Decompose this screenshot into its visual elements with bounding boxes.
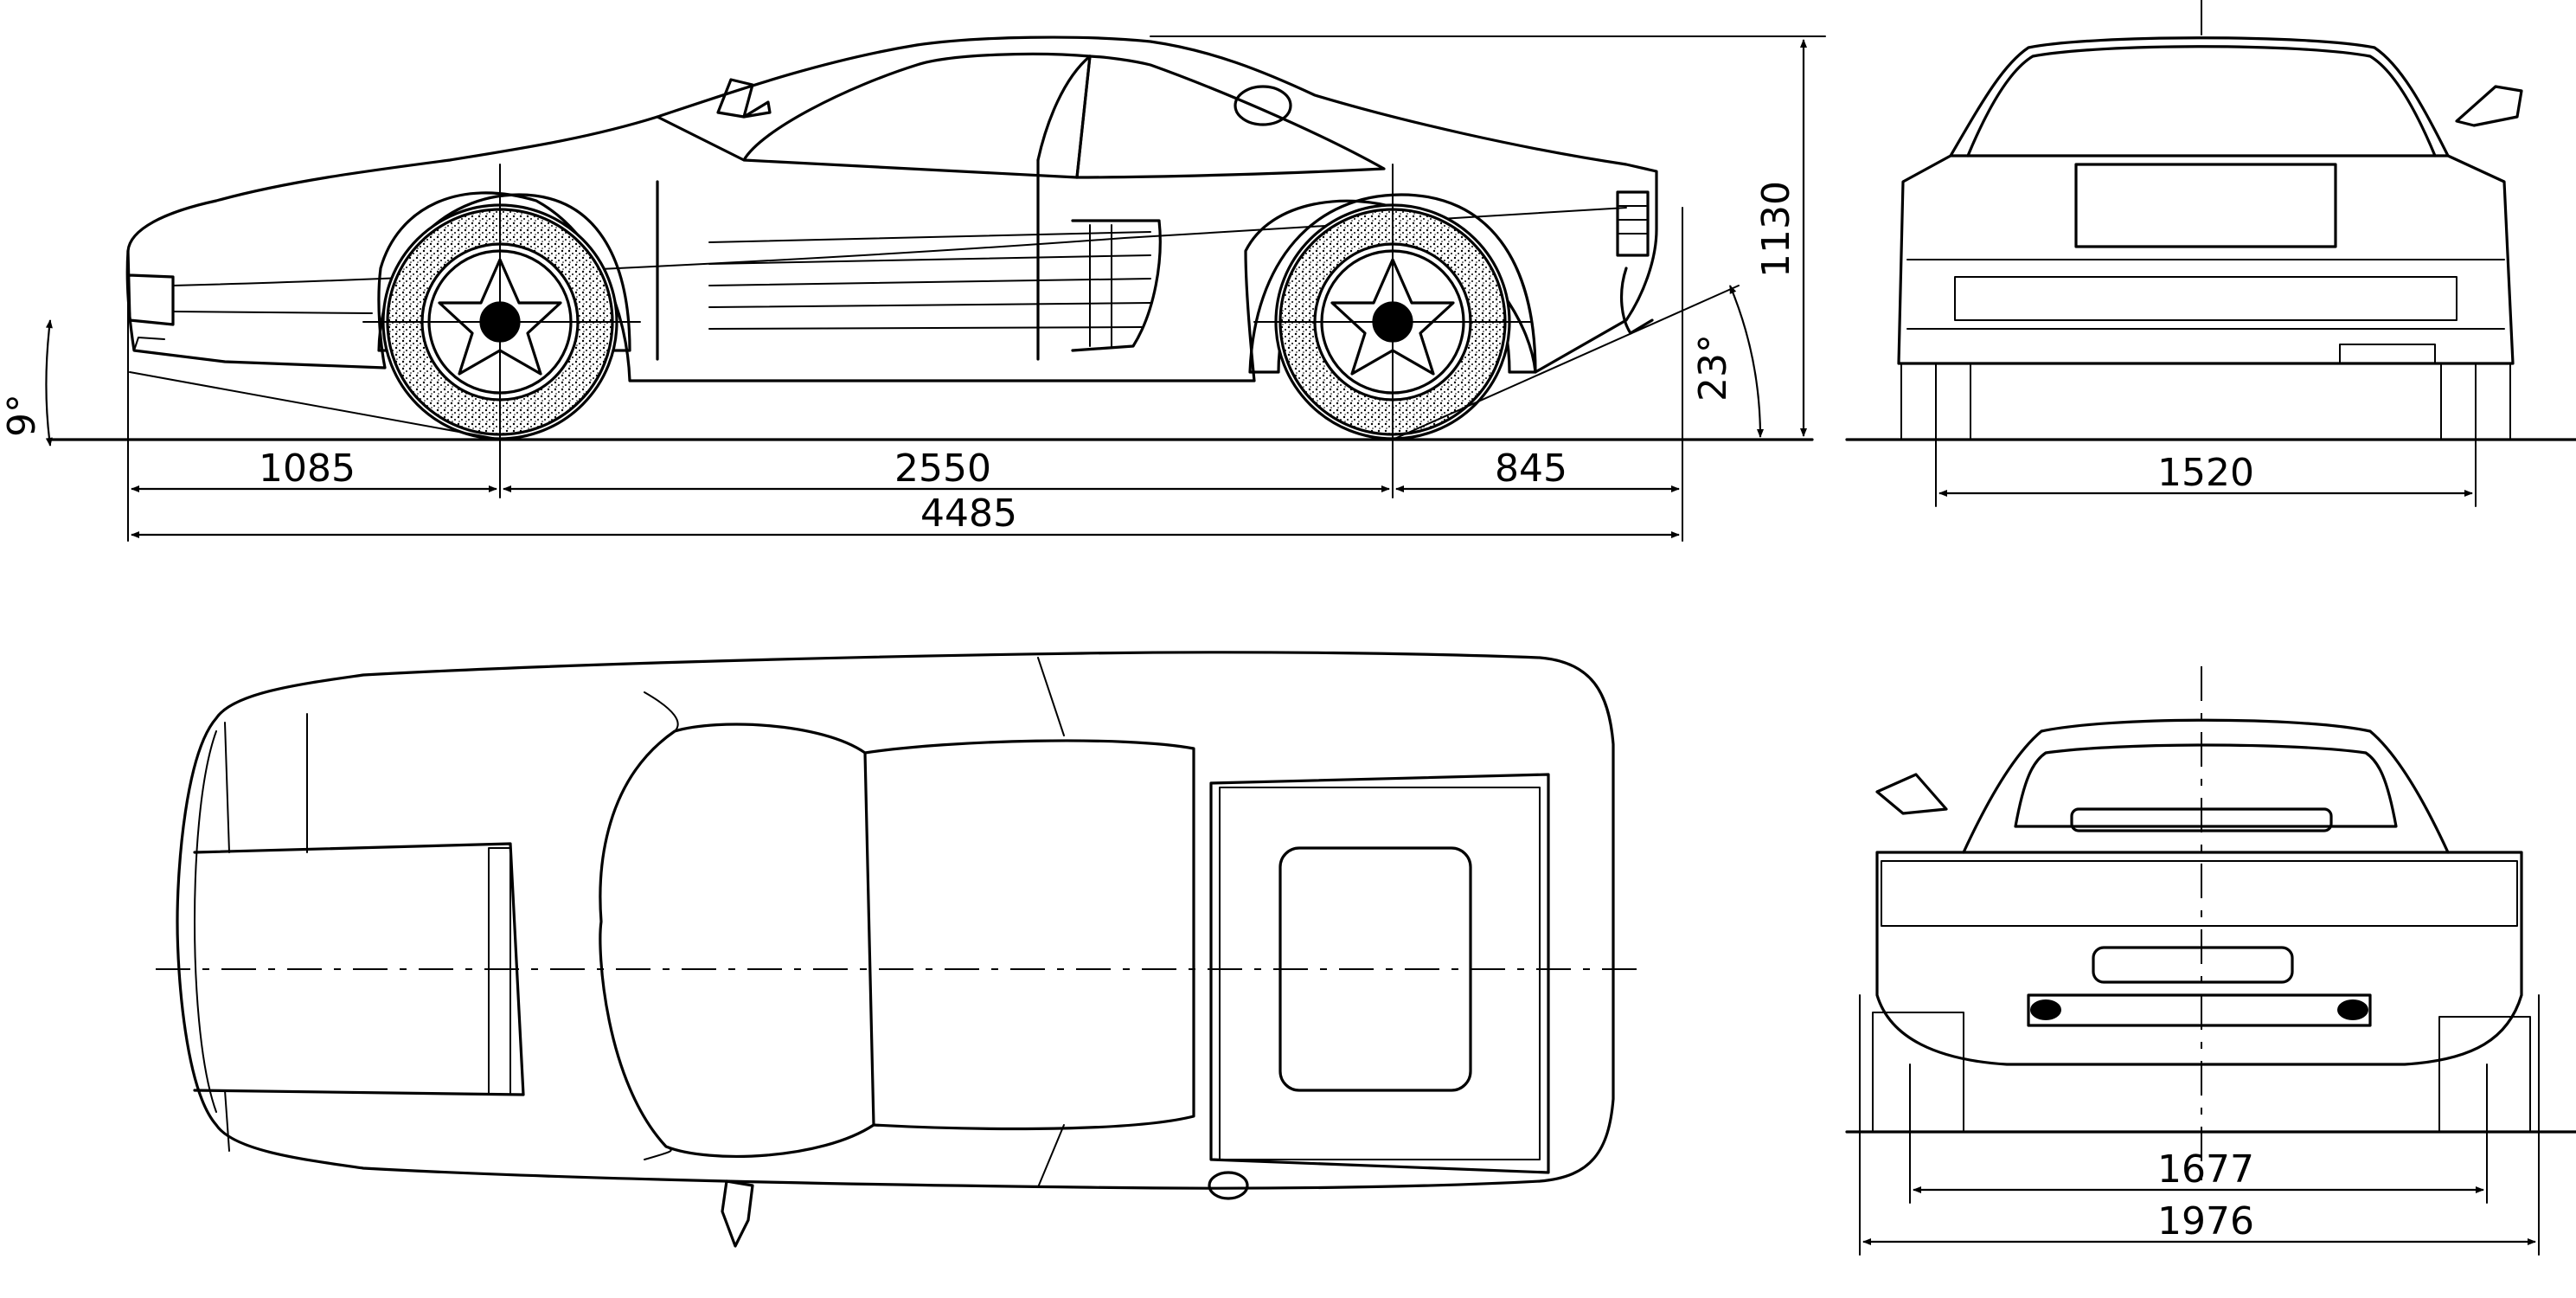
rear-track-label: 1677 [2157, 1147, 2254, 1192]
rear-diffuser [2027, 993, 2372, 1027]
rear-exhaust-left [2030, 999, 2061, 1020]
overall-width-label: 1976 [2157, 1199, 2254, 1243]
top-door-seam-left [1037, 657, 1065, 736]
side-front-lamp [126, 249, 175, 326]
rear-body [1875, 851, 2523, 1066]
side-mirror-stem [742, 100, 772, 119]
rear-overhang-label: 845 [1495, 447, 1567, 491]
approach-angle-line [129, 371, 503, 440]
front-plate-area [2074, 163, 2337, 248]
front-roof [1949, 36, 2450, 157]
side-body-outline [125, 35, 1658, 382]
top-roof [863, 739, 1195, 1131]
side-strakes [708, 219, 1162, 352]
approach-angle-label: 9° [0, 394, 44, 437]
top-body-outline [176, 651, 1615, 1190]
front-overhang-label: 1085 [259, 447, 356, 491]
side-mirror [716, 78, 754, 119]
side-door-window-front [1036, 55, 1092, 162]
rear-window [2014, 743, 2398, 828]
rear-left-tyre [1872, 1012, 1964, 1133]
side-windshield [656, 52, 1092, 179]
front-grille [1954, 276, 2457, 321]
rear-view: 1677 1976 [1845, 666, 2576, 1256]
top-engine-cover [1209, 773, 1550, 1174]
side-view: 9° 23° 1130 1085 2550 845 4485 [0, 35, 1826, 542]
top-windshield [599, 723, 875, 1158]
rear-exhaust-right [2337, 999, 2368, 1020]
top-engine-grille [1219, 787, 1541, 1160]
rear-roof [1962, 718, 2450, 854]
fuel-cap [1234, 85, 1292, 126]
top-front-lid-right [224, 1089, 230, 1152]
side-a-pillar [1075, 55, 1092, 179]
front-view: 1520 [1845, 0, 2576, 507]
front-track-label: 1520 [2157, 451, 2254, 495]
side-front-spoiler [133, 337, 165, 351]
front-mirror [2455, 85, 2523, 127]
top-a-pillar-right [644, 1146, 672, 1160]
top-hood-vent [488, 847, 511, 1096]
departure-angle-arc [1728, 285, 1764, 438]
top-fuel-cap [1208, 1171, 1249, 1200]
wheelbase-label: 2550 [894, 447, 991, 491]
front-spoiler-vent [2339, 344, 2436, 364]
rear-grille [1881, 860, 2518, 927]
front-wheel [377, 193, 631, 440]
departure-angle-line [1392, 285, 1740, 440]
top-mirror [721, 1179, 754, 1248]
top-front-bumper-line [194, 730, 217, 1113]
rear-mirror [1875, 773, 1948, 815]
height-label: 1130 [1754, 181, 1798, 278]
overall-length-label: 4485 [920, 492, 1017, 536]
rear-right-tyre [2438, 1016, 2531, 1133]
top-front-lid-left [224, 722, 230, 853]
departure-angle-label: 23° [1691, 334, 1735, 402]
top-engine-window [1278, 846, 1472, 1092]
rear-spoiler [2070, 807, 2333, 832]
top-a-pillar-left [644, 691, 679, 732]
approach-angle-arc [45, 319, 53, 447]
top-view [156, 651, 1639, 1248]
rear-plate [2092, 946, 2294, 984]
side-tail-vents [1616, 190, 1654, 335]
front-windshield [1966, 45, 2437, 157]
top-door-seam-right [1037, 1124, 1065, 1188]
front-body [1897, 154, 2515, 365]
side-rocker-front [172, 311, 373, 314]
side-rear-quarter-window [1075, 55, 1386, 179]
